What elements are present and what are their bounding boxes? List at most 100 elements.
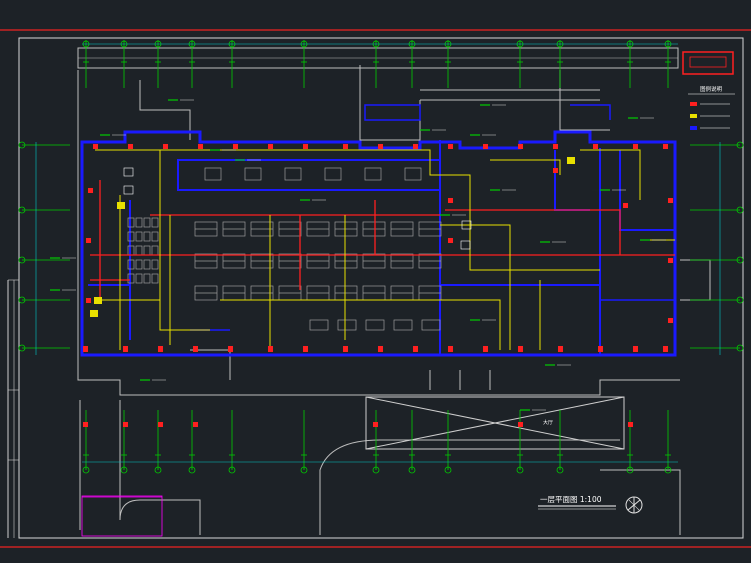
counter-block-74	[204, 167, 222, 181]
chair-block-72	[151, 259, 159, 270]
table-small-81	[337, 319, 357, 331]
device-marker-33	[663, 346, 668, 352]
axis-bubble-right-1	[736, 206, 744, 214]
device-marker-10	[448, 144, 453, 149]
chair-block-67	[143, 259, 151, 270]
chair-block-69	[151, 217, 159, 228]
device-marker-49	[518, 422, 523, 427]
chair-block-61	[135, 245, 143, 256]
device-marker-29	[518, 346, 523, 352]
fixture-box-56	[123, 185, 134, 195]
device-marker-17	[83, 346, 88, 352]
device-marker-32	[633, 346, 638, 352]
device-marker-15	[633, 144, 638, 149]
axis-bubble-left-4	[18, 344, 26, 352]
drawing-title: 一层平面图 1:100	[540, 495, 602, 504]
chair-block-73	[151, 273, 159, 284]
device-marker-47	[193, 422, 198, 427]
device-marker-42	[553, 168, 558, 173]
device-markers	[83, 144, 673, 427]
device-marker-8	[378, 144, 383, 149]
device-marker-13	[553, 144, 558, 149]
device-marker-45	[123, 422, 128, 427]
device-marker-23	[303, 346, 308, 352]
axis-bubble-bottom-3	[188, 466, 196, 474]
axis-bubble-bottom-12	[664, 466, 672, 474]
device-marker-22	[268, 346, 273, 352]
site-boundary	[81, 495, 163, 537]
device-marker-1	[128, 144, 133, 149]
chair-block-60	[135, 231, 143, 242]
equipment-marker-52	[94, 297, 102, 304]
fixture-box-57	[460, 240, 471, 250]
device-marker-9	[413, 144, 418, 149]
device-marker-34	[88, 188, 93, 193]
furniture-tables	[127, 167, 442, 331]
axis-bubble-bottom-9	[516, 466, 524, 474]
axis-bubble-bottom-2	[154, 466, 162, 474]
device-marker-25	[378, 346, 383, 352]
device-marker-4	[233, 144, 238, 149]
table-small-83	[393, 319, 413, 331]
axis-bubble-bottom-4	[228, 466, 236, 474]
axis-bubble-bottom-7	[408, 466, 416, 474]
chair-block-70	[151, 231, 159, 242]
device-marker-24	[343, 346, 348, 352]
axis-bubble-right-0	[736, 141, 744, 149]
legend-title: 图例说明	[700, 85, 723, 93]
device-marker-37	[668, 198, 673, 203]
device-marker-2	[163, 144, 168, 149]
table-small-82	[365, 319, 385, 331]
device-marker-12	[518, 144, 523, 149]
axis-bubble-bottom-5	[300, 466, 308, 474]
device-marker-26	[413, 346, 418, 352]
axis-bubble-left-3	[18, 296, 26, 304]
axis-bubble-right-2	[736, 256, 744, 264]
equipment-marker-51	[90, 310, 98, 317]
device-marker-11	[483, 144, 488, 149]
device-marker-35	[86, 238, 91, 243]
chair-block-65	[143, 231, 151, 242]
axis-bubble-bottom-8	[444, 466, 452, 474]
chair-block-54	[127, 217, 135, 228]
building-walls	[80, 104, 677, 357]
axis-bubble-bottom-6	[372, 466, 380, 474]
dimension-lines	[35, 43, 721, 463]
device-marker-5	[268, 144, 273, 149]
drawing-frame	[0, 29, 751, 548]
annotation-marks	[50, 99, 666, 411]
device-marker-3	[198, 144, 203, 149]
counter-block-77	[324, 167, 342, 181]
axis-bubble-bottom-0	[82, 466, 90, 474]
device-marker-21	[228, 346, 233, 352]
device-marker-0	[93, 144, 98, 149]
counter-block-75	[244, 167, 262, 181]
device-marker-16	[663, 144, 668, 149]
axis-bubble-right-3	[736, 296, 744, 304]
chair-block-63	[135, 273, 143, 284]
chair-block-64	[143, 217, 151, 228]
device-marker-28	[483, 346, 488, 352]
axis-grid	[18, 40, 744, 474]
counter-block-76	[284, 167, 302, 181]
device-marker-36	[86, 298, 91, 303]
chair-block-62	[135, 259, 143, 270]
counter-block-78	[364, 167, 382, 181]
fixture-box-58	[461, 220, 472, 230]
device-marker-6	[303, 144, 308, 149]
chair-block-71	[151, 245, 159, 256]
chair-block-58	[127, 273, 135, 284]
device-marker-46	[158, 422, 163, 427]
legend-panel: 图例说明	[682, 51, 735, 130]
device-marker-30	[558, 346, 563, 352]
device-marker-38	[668, 258, 673, 263]
device-marker-41	[448, 238, 453, 243]
room-label-hall: 大厅	[543, 419, 553, 426]
device-marker-27	[448, 346, 453, 352]
pipe-network-yellow	[95, 149, 675, 350]
site-outline	[77, 47, 711, 535]
table-small-80	[309, 319, 329, 331]
chair-block-57	[127, 259, 135, 270]
chair-block-59	[135, 217, 143, 228]
